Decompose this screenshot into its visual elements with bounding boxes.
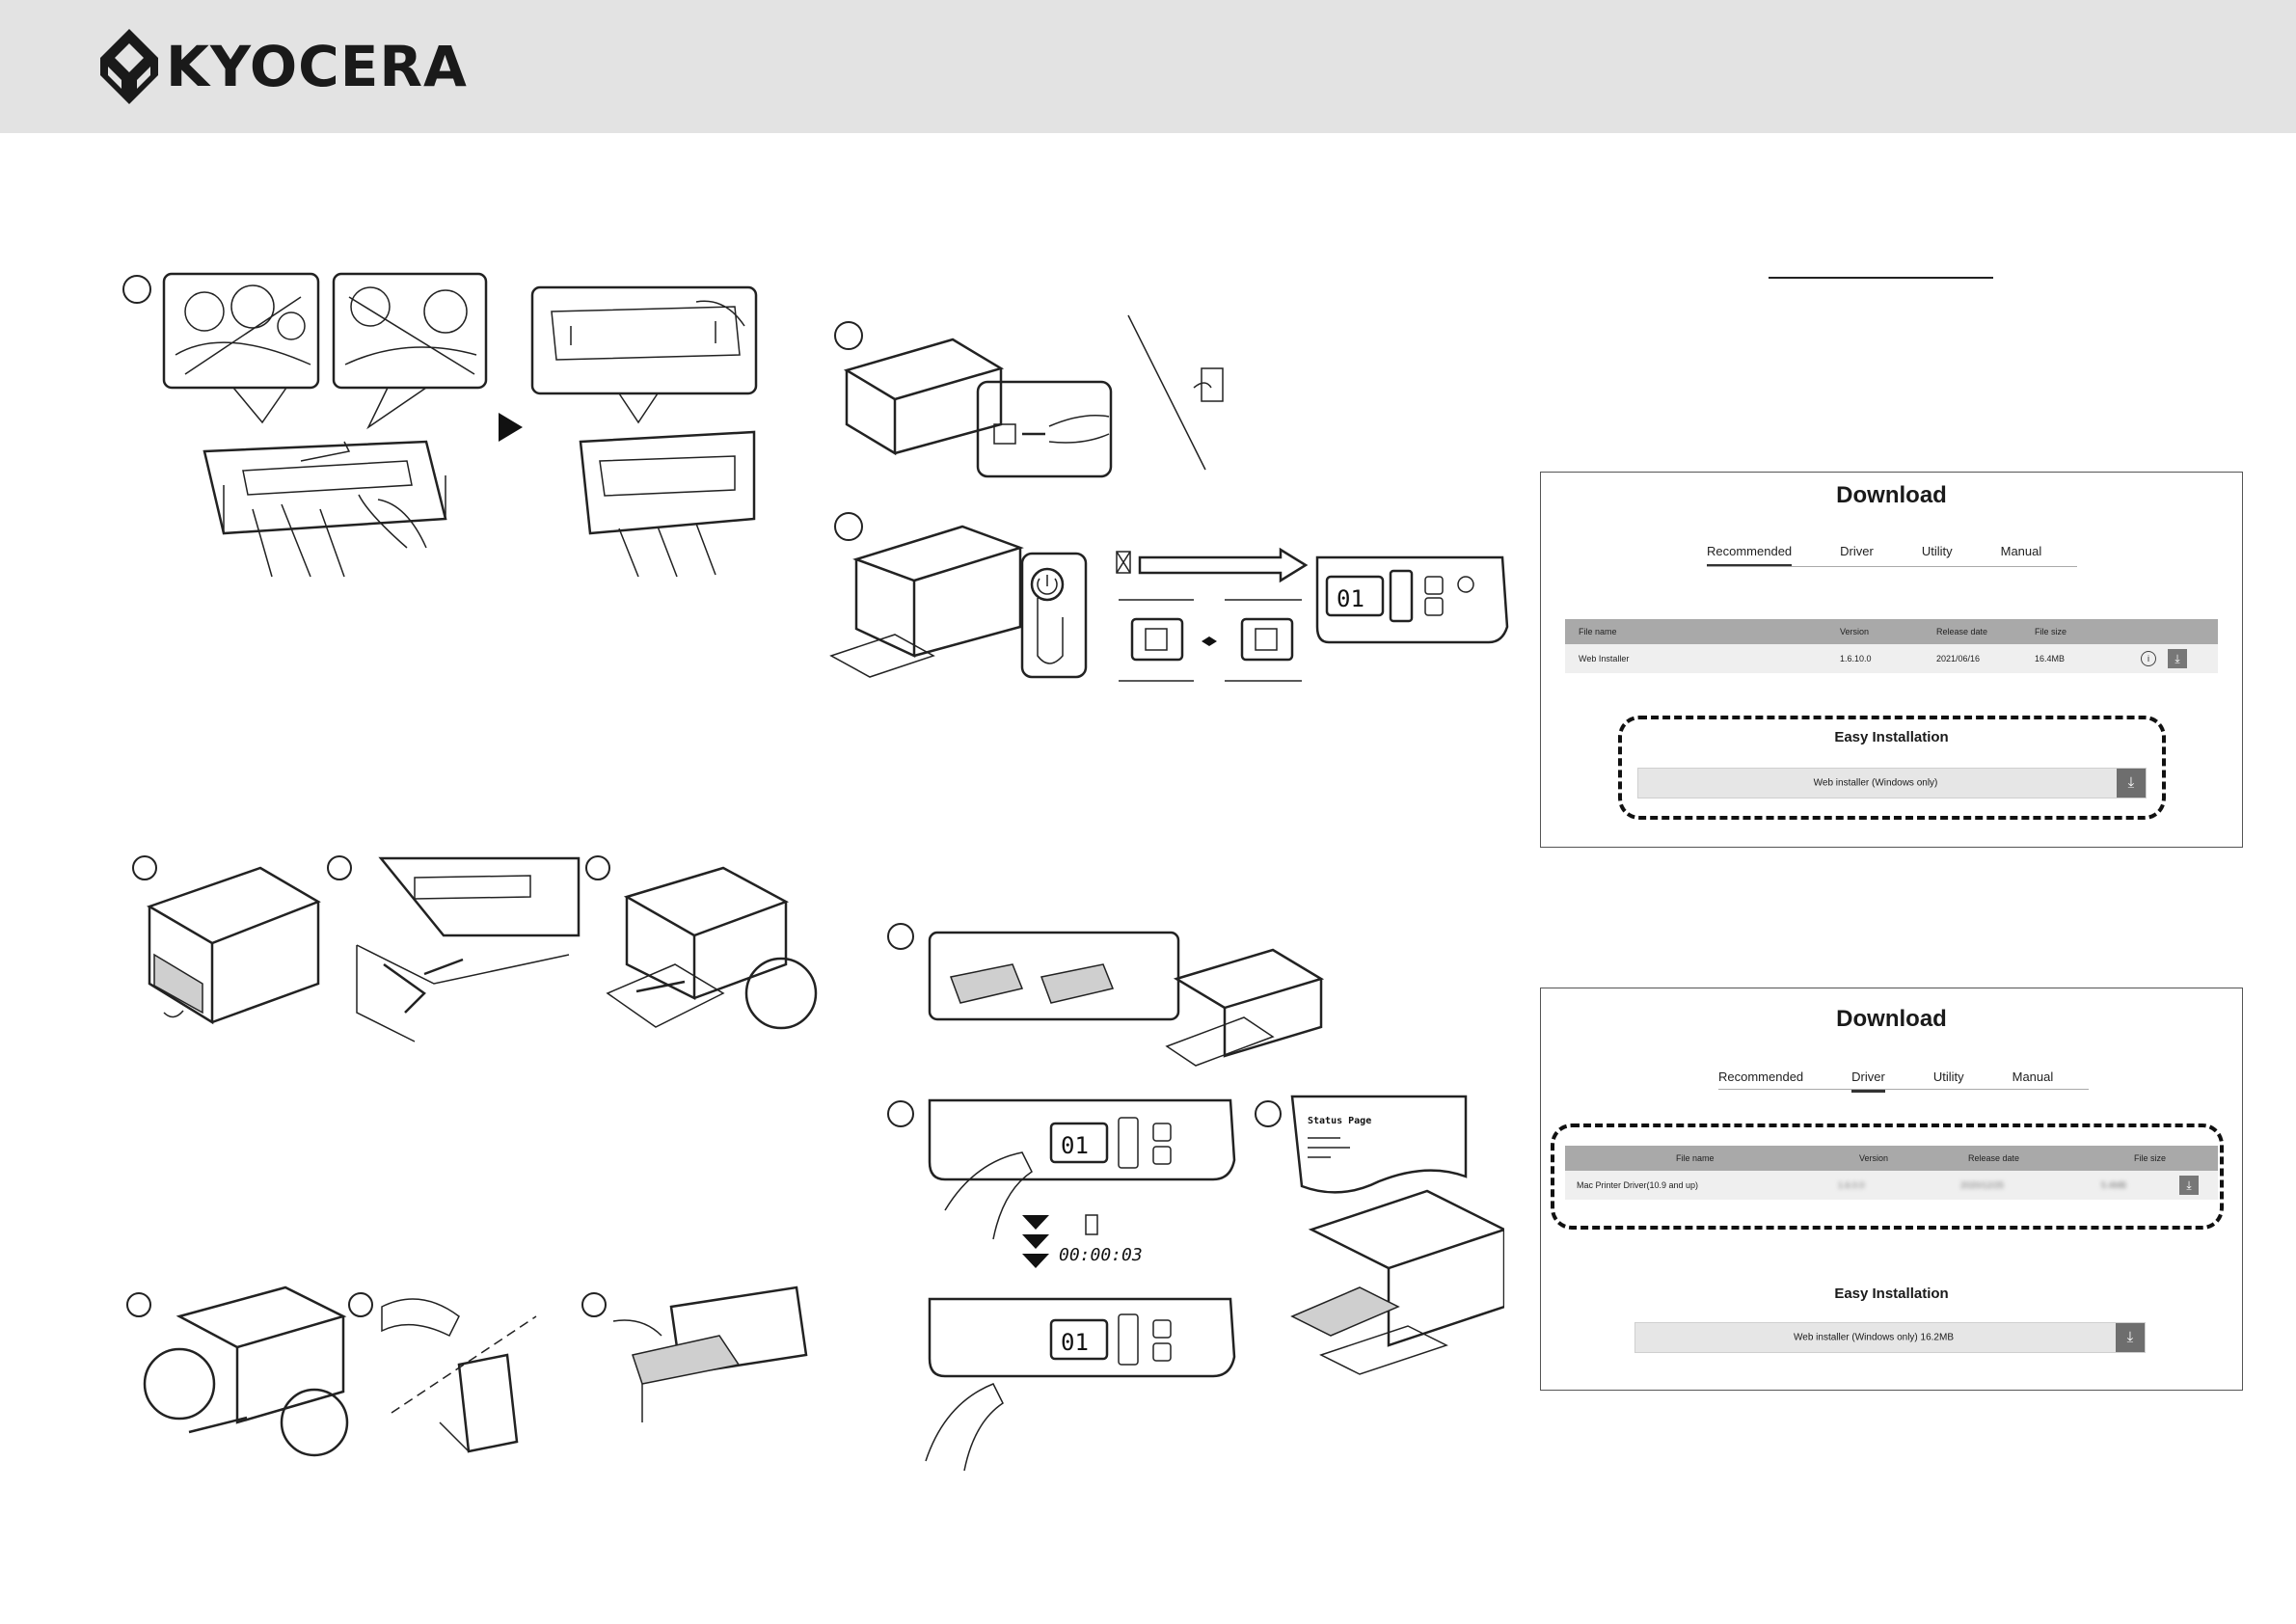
col-version: Version — [1840, 627, 1870, 636]
row-version: 1.6.10.0 — [1840, 654, 1872, 663]
table-header: File name Version Release date File size — [1565, 619, 2218, 644]
row-download-button[interactable]: ⤓ — [2179, 1176, 2199, 1195]
row-file-name: Web Installer — [1579, 654, 1630, 663]
illustration-load-paper — [122, 1278, 816, 1471]
kyocera-logo: KYOCERA — [100, 29, 468, 104]
hand-icon — [944, 1151, 1033, 1240]
kyocera-logo-mark-icon — [100, 29, 158, 104]
display-value: 01 — [1337, 585, 1364, 612]
illustration-power-on: 01 — [827, 511, 1512, 685]
table-row[interactable]: Mac Printer Driver(10.9 and up) 1.6.0.0 … — [1565, 1171, 2218, 1200]
panel-title: Download — [1836, 482, 1947, 508]
row-file-name: Mac Printer Driver(10.9 and up) — [1577, 1180, 1699, 1190]
illustration-power-cord — [827, 311, 1232, 479]
table-row[interactable]: Web Installer 1.6.10.0 2021/06/16 16.4MB… — [1565, 644, 2218, 673]
tab-utility[interactable]: Utility — [1921, 544, 1953, 558]
illustration-toner-install — [118, 268, 764, 586]
tab-utility[interactable]: Utility — [1932, 1069, 1964, 1084]
row-download-button[interactable]: ⤓ — [2168, 649, 2187, 668]
tab-bar: Recommended Driver Utility Manual — [1707, 544, 2090, 567]
illustration-open-tray — [125, 849, 820, 1051]
table-header: File name Version Release date File size — [1565, 1146, 2218, 1171]
col-file-size: File size — [2134, 1153, 2167, 1163]
brand-name: KYOCERA — [166, 34, 468, 99]
web-installer-download-button[interactable]: ⤓ — [2117, 769, 2146, 798]
tab-underline — [1718, 1089, 2089, 1090]
arrow-right-icon — [1138, 547, 1309, 583]
timer-text: 00:00:03 — [1059, 1245, 1143, 1265]
web-installer-label: Web installer (Windows only) 16.2MB — [1794, 1332, 1954, 1343]
highlight-frame — [1618, 716, 2166, 820]
tab-driver[interactable]: Driver — [1840, 544, 1874, 558]
web-installer-download-button[interactable]: ⤓ — [2116, 1323, 2145, 1352]
power-button-icon — [1030, 567, 1065, 602]
row-file-size: 16.4MB — [2035, 654, 2066, 663]
web-installer-bar[interactable]: Web installer (Windows only) 16.2MB ⤓ — [1634, 1322, 2146, 1353]
panel-title: Download — [1836, 1006, 1947, 1032]
col-release-date: Release date — [1936, 627, 1988, 636]
tab-recommended[interactable]: Recommended — [1718, 1069, 1804, 1084]
illustration-status-page: 01 00:00:03 01 Status Page — [887, 921, 1504, 1480]
arrow-down-icon — [1022, 1215, 1049, 1230]
tab-recommended[interactable]: Recommended — [1707, 544, 1793, 567]
col-release-date: Release date — [1968, 1153, 2020, 1163]
url-underline — [1769, 277, 1993, 279]
display-value-3: 01 — [1061, 1329, 1089, 1356]
header-bar: KYOCERA — [0, 0, 2296, 133]
row-version: 1.6.0.0 — [1838, 1180, 1865, 1190]
easy-installation-title: Easy Installation — [1834, 1286, 1949, 1302]
tab-bar: Recommended Driver Utility Manual — [1718, 1069, 2101, 1093]
col-file-name: File name — [1579, 627, 1617, 636]
download-panel-windows: Download Recommended Driver Utility Manu… — [1540, 472, 2243, 848]
tab-driver[interactable]: Driver — [1851, 1069, 1885, 1093]
status-page-title: Status Page — [1308, 1116, 1371, 1126]
row-release-date: 2021/06/16 — [1936, 654, 1981, 663]
tab-manual[interactable]: Manual — [2000, 544, 2042, 558]
tab-manual[interactable]: Manual — [2012, 1069, 2054, 1084]
col-version: Version — [1859, 1153, 1889, 1163]
tab-underline — [1707, 566, 2077, 567]
col-file-name: File name — [1676, 1153, 1715, 1163]
display-value-2: 01 — [1061, 1132, 1089, 1159]
hourglass-icon — [1116, 551, 1131, 574]
row-file-size: 5.4MB — [2101, 1180, 2127, 1190]
plug-icon — [1193, 382, 1212, 389]
web-installer-label: Web installer (Windows only) — [1813, 777, 1938, 789]
download-panel-mac: Download Recommended Driver Utility Manu… — [1540, 988, 2243, 1391]
easy-installation-title: Easy Installation — [1834, 729, 1949, 745]
web-installer-bar[interactable]: Web installer (Windows only) ⤓ — [1637, 768, 2147, 798]
row-release-date: 2020/12/25 — [1960, 1180, 2005, 1190]
info-icon[interactable]: i — [2141, 651, 2156, 666]
highlight-frame — [1551, 1123, 2224, 1230]
col-file-size: File size — [2035, 627, 2067, 636]
